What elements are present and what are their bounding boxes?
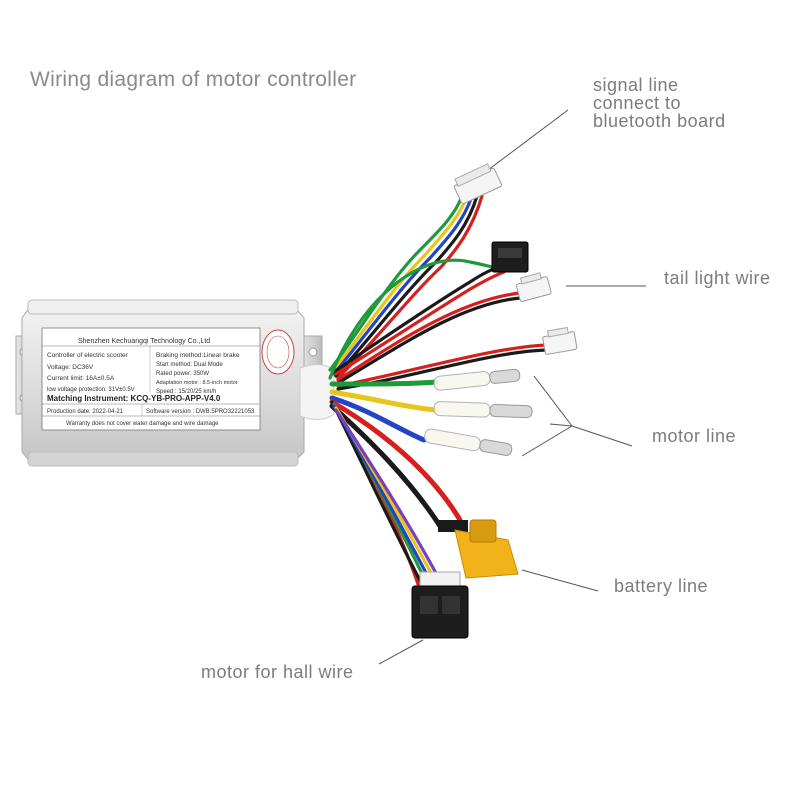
wire-aux-red: [336, 343, 548, 388]
wire-signal-black: [334, 194, 479, 378]
black-3pin-connector: [491, 241, 529, 273]
motor-bullet-yellow: [433, 401, 533, 419]
wire-signal-red: [336, 194, 484, 380]
leader-hall: [378, 639, 424, 665]
callout-signal-line-3: bluetooth board: [593, 111, 726, 131]
leader-motor-2: [549, 423, 573, 427]
spec-label: Shenzhen Kechuangqi Technology Co.,Ltd C…: [41, 327, 295, 431]
callout-signal-line: signal line connect to bluetooth board: [593, 76, 726, 130]
wire-motor-green: [329, 379, 439, 387]
callout-signal-line-2: connect to: [593, 93, 682, 113]
label-voltage: Voltage: DC36V: [47, 364, 94, 371]
motor-bullet-blue: [424, 428, 513, 456]
wire-signal-green: [328, 194, 464, 372]
wire-battery-red: [329, 399, 463, 523]
wire-signal-blue: [332, 194, 474, 376]
cable-grommet: [299, 364, 335, 420]
label-braking: Braking method:Linear brake: [156, 352, 240, 359]
leader-signal-line: [487, 109, 569, 171]
xt60-battery-connector: [438, 519, 519, 579]
callout-signal-line-1: signal line: [593, 75, 679, 95]
callout-hall-wire: motor for hall wire: [201, 662, 354, 682]
leader-motor-3: [521, 425, 573, 457]
label-current: Current limit: 16A±0.5A: [47, 375, 115, 382]
diagram-title: Wiring diagram of motor controller: [30, 68, 357, 91]
wire-conn-red: [334, 270, 506, 376]
wire-loop-green: [328, 258, 502, 380]
label-adaptation: Adaptation motor : 8.5-inch motor: [156, 380, 238, 386]
label-start: Start method: Dual Mode: [156, 362, 223, 368]
leader-motor-main: [571, 425, 633, 447]
label-warranty: Warranty does not cover water damage and…: [66, 421, 219, 427]
label-speed: Speed : 15/20/25 km/h: [156, 389, 216, 395]
wire-motor-blue: [329, 395, 427, 443]
callout-tail-light-wire: tail light wire: [664, 268, 771, 288]
label-manufacturer: Shenzhen Kechuangqi Technology Co.,Ltd: [78, 338, 210, 345]
signal-connector: [453, 163, 503, 205]
wire-signal-yellow: [330, 194, 469, 374]
tail-light-connector: [515, 272, 552, 302]
callout-leaders: [378, 109, 646, 665]
callout-motor-line: motor line: [652, 426, 737, 446]
label-matching: Matching Instrument: KCQ-YB-PRO-APP-V4.0: [47, 394, 221, 403]
aux-connector: [542, 326, 578, 355]
hall-connector: [411, 571, 469, 639]
label-controller: Controller of electric scooter: [47, 352, 129, 359]
wire-tail-black: [336, 296, 522, 385]
leader-battery: [521, 569, 599, 592]
wire-battery-black: [329, 403, 443, 529]
leader-motor-1: [533, 375, 573, 427]
wire-tail-red: [336, 291, 522, 382]
label-software: Software version : DWB.5PRO32221053: [146, 409, 255, 415]
label-power: Rated power: 350W: [156, 371, 209, 377]
motor-bullet-green: [433, 368, 521, 391]
motor-bullet-connectors: [424, 368, 533, 456]
callout-battery-line: battery line: [614, 576, 709, 596]
wire-motor-yellow: [329, 389, 439, 413]
label-low-voltage: low voltage protection: 31V±0.5V: [47, 387, 135, 393]
label-production: Production date: 2022-04-21: [47, 409, 124, 415]
